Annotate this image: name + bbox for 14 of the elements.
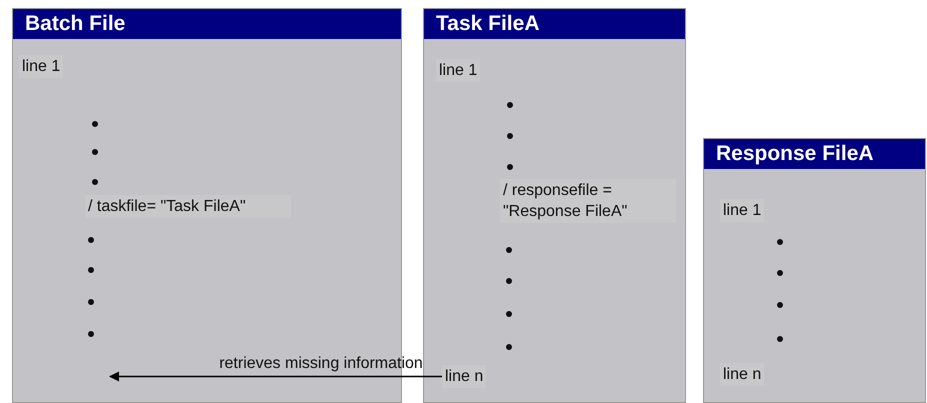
panel-title: Batch File [13, 9, 401, 39]
file-line-text: line n [442, 365, 486, 388]
file-panel [703, 138, 926, 403]
arrow [109, 372, 442, 382]
file-line-text: / responsefile = "Response FileA" [500, 179, 676, 223]
file-line-text: line 1 [720, 199, 764, 222]
panel-title: Response FileA [704, 139, 925, 169]
file-line-text: / taskfile= "Task FileA" [85, 195, 291, 218]
panel-title: Task FileA [424, 9, 685, 39]
file-line-text: line 1 [19, 55, 64, 78]
file-line-text: line n [720, 363, 764, 386]
file-panel [423, 8, 686, 403]
edge-label: retrieves missing information [219, 354, 423, 372]
file-line-text: line 1 [436, 59, 480, 82]
